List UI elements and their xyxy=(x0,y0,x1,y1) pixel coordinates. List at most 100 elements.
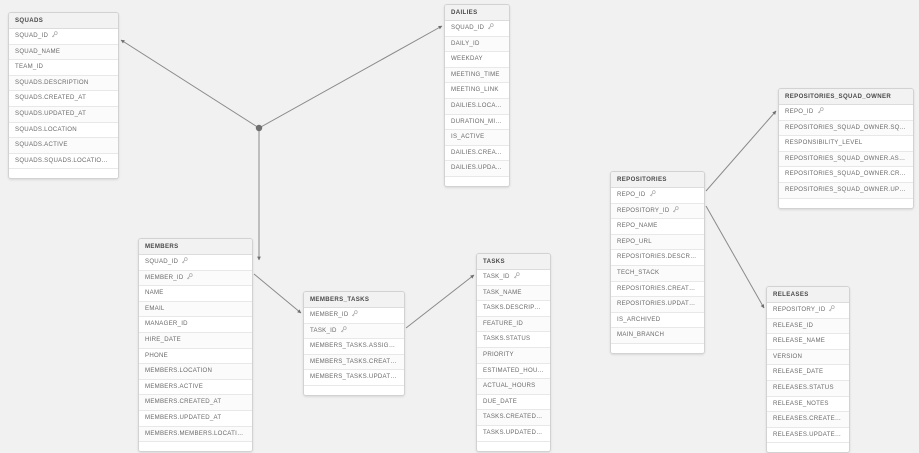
field-name: TASKS.STATUS xyxy=(483,335,531,343)
field-name: PHONE xyxy=(145,351,168,359)
field-row[interactable]: TASKS.UPDATED_AT xyxy=(477,426,550,442)
primary-key-icon xyxy=(351,310,359,317)
field-name: TASKS.CREATED_AT xyxy=(483,413,548,421)
field-row[interactable]: ESTIMATED_HOURS xyxy=(477,364,550,380)
field-row[interactable]: SQUADS.SQUADS.LOCATION_GeoInfo xyxy=(9,154,118,170)
field-row[interactable]: ACTUAL_HOURS xyxy=(477,379,550,395)
field-name: DUE_DATE xyxy=(483,397,518,405)
field-row[interactable]: SQUAD_ID xyxy=(445,21,509,37)
field-row[interactable]: TASK_NAME xyxy=(477,285,550,302)
field-row[interactable]: REPOSITORIES_SQUAD_OWNER.ASSIGNED_DATE xyxy=(779,151,913,168)
field-row[interactable]: RELEASES.STATUS xyxy=(767,380,849,397)
field-row[interactable]: SQUAD_NAME xyxy=(9,44,118,61)
field-row[interactable]: TASKS.CREATED_AT xyxy=(477,410,550,426)
field-row[interactable]: VERSION xyxy=(767,349,849,366)
field-row[interactable]: MAIN_BRANCH xyxy=(611,328,704,344)
field-row[interactable]: TEAM_ID xyxy=(9,60,118,76)
field-row[interactable]: DAILY_ID xyxy=(445,36,509,53)
field-name: SQUADS.UPDATED_AT xyxy=(15,109,87,117)
field-row[interactable]: MEMBERS_TASKS.UPDATED_AT xyxy=(304,370,404,386)
field-row[interactable]: EMAIL xyxy=(139,301,252,318)
field-row[interactable]: TECH_STACK xyxy=(611,265,704,282)
field-row[interactable]: REPO_URL xyxy=(611,234,704,251)
relationship-junction-node[interactable] xyxy=(255,124,263,132)
field-row[interactable]: REPO_ID xyxy=(779,105,913,121)
field-row[interactable]: MEMBERS.UPDATED_AT xyxy=(139,411,252,427)
field-row[interactable]: DAILIES.UPDATED_AT xyxy=(445,161,509,177)
primary-key-icon xyxy=(340,325,347,333)
field-row[interactable]: REPOSITORIES_SQUAD_OWNER.UPDATED_AT xyxy=(779,182,913,199)
field-name: MEMBERS.CREATED_AT xyxy=(145,398,222,406)
field-row[interactable]: DURATION_MINUTES xyxy=(445,115,509,131)
field-row[interactable]: REPOSITORIES_SQUAD_OWNER.CREATED_AT xyxy=(779,167,913,183)
field-row[interactable]: RELEASES.UPDATED_AT xyxy=(767,428,849,444)
field-row[interactable]: REPO_NAME xyxy=(611,219,704,235)
field-row[interactable]: MEMBER_ID xyxy=(304,308,404,324)
field-row[interactable]: HIRE_DATE xyxy=(139,332,252,349)
field-name: SQUADS.LOCATION xyxy=(15,125,77,133)
field-row[interactable]: SQUADS.ACTIVE xyxy=(9,138,118,154)
field-row[interactable]: NAME xyxy=(139,286,252,302)
field-row[interactable]: RELEASE_ID xyxy=(767,318,849,335)
field-name: REPOSITORY_ID xyxy=(617,206,670,214)
field-row[interactable]: DAILIES.CREATED_AT xyxy=(445,146,509,162)
field-row[interactable]: TASK_ID xyxy=(477,270,550,286)
field-row[interactable]: REPOSITORIES.CREATED_AT xyxy=(611,282,704,298)
entity-footer xyxy=(304,385,404,395)
field-row[interactable]: IS_ACTIVE xyxy=(445,130,509,146)
field-row[interactable]: MANAGER_ID xyxy=(139,317,252,333)
field-row[interactable]: MEMBERS_TASKS.CREATED_AT xyxy=(304,354,404,371)
field-row[interactable]: REPOSITORY_ID xyxy=(767,303,849,319)
field-row[interactable]: REPOSITORIES_SQUAD_OWNER.SQUAD_ID xyxy=(779,120,913,137)
field-row[interactable]: DAILIES.LOCATION xyxy=(445,98,509,115)
field-row[interactable]: PRIORITY xyxy=(477,347,550,364)
field-row[interactable]: FEATURE_ID xyxy=(477,316,550,333)
field-row[interactable]: RELEASE_NAME xyxy=(767,334,849,350)
field-row[interactable]: MEETING_LINK xyxy=(445,83,509,99)
field-row[interactable]: REPO_ID xyxy=(611,188,704,204)
field-row[interactable]: PHONE xyxy=(139,349,252,365)
field-name: IS_ACTIVE xyxy=(451,133,485,141)
field-row[interactable]: MEMBERS.LOCATION xyxy=(139,364,252,380)
field-row[interactable]: REPOSITORY_ID xyxy=(611,203,704,220)
field-name: DURATION_MINUTES xyxy=(451,117,509,125)
field-row[interactable]: SQUAD_ID xyxy=(9,29,118,45)
edge-junction-dailies xyxy=(258,25,443,129)
field-row[interactable]: MEMBERS.CREATED_AT xyxy=(139,395,252,411)
entity-footer xyxy=(779,198,913,208)
field-row[interactable]: RELEASE_DATE xyxy=(767,365,849,381)
field-name: RELEASE_ID xyxy=(773,321,814,329)
field-row[interactable]: MEMBER_ID xyxy=(139,270,252,287)
field-row[interactable]: SQUADS.DESCRIPTION xyxy=(9,75,118,92)
field-row[interactable]: SQUADS.CREATED_AT xyxy=(9,91,118,107)
field-row[interactable]: DUE_DATE xyxy=(477,395,550,411)
field-row[interactable]: MEMBERS_TASKS.ASSIGNED_DATE xyxy=(304,339,404,355)
field-row[interactable]: IS_ARCHIVED xyxy=(611,313,704,329)
field-row[interactable]: MEMBERS.MEMBERS.LOCATION_GeoI.... xyxy=(139,426,252,443)
field-row[interactable]: REPOSITORIES.DESCRIPTION xyxy=(611,250,704,266)
field-row[interactable]: TASKS.DESCRIPTION xyxy=(477,301,550,317)
field-row[interactable]: SQUAD_ID xyxy=(139,255,252,271)
entity-footer xyxy=(767,443,849,453)
field-row[interactable]: RESPONSIBILITY_LEVEL xyxy=(779,136,913,152)
field-row[interactable]: MEMBERS.ACTIVE xyxy=(139,380,252,396)
field-row[interactable]: RELEASE_NOTES xyxy=(767,397,849,413)
field-row[interactable]: TASKS.STATUS xyxy=(477,332,550,348)
field-row[interactable]: SQUADS.UPDATED_AT xyxy=(9,106,118,123)
field-row[interactable]: MEETING_TIME xyxy=(445,67,509,84)
field-row[interactable]: WEEKDAY xyxy=(445,52,509,68)
field-row[interactable]: REPOSITORIES.UPDATED_AT xyxy=(611,297,704,313)
field-row[interactable]: RELEASES.CREATED_AT xyxy=(767,412,849,428)
field-row[interactable]: TASK_ID xyxy=(304,323,404,340)
field-row[interactable]: SQUADS.LOCATION xyxy=(9,123,118,139)
